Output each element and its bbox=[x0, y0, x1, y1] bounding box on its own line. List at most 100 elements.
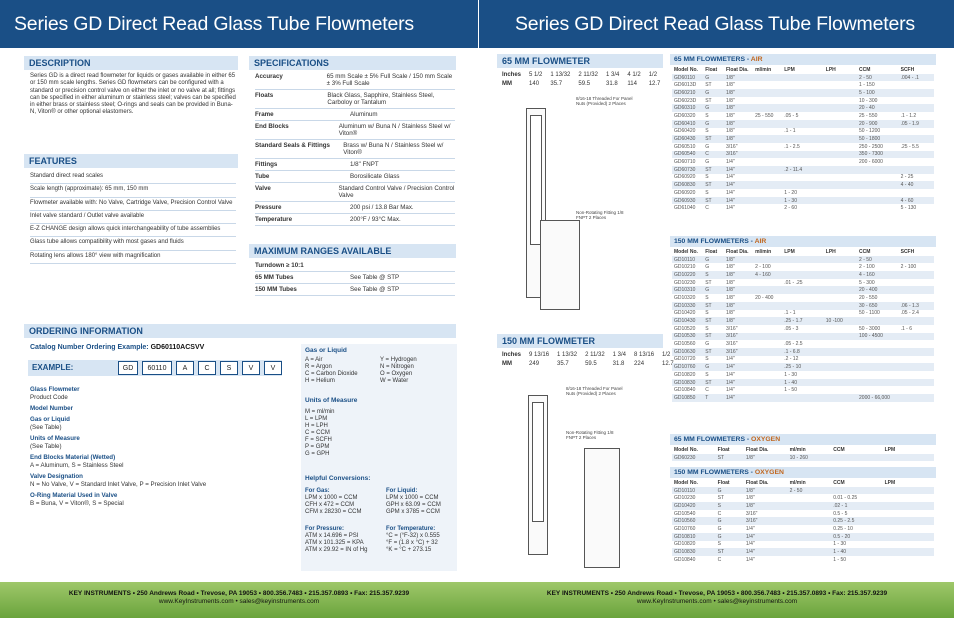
dimension-cell: Inches bbox=[502, 71, 522, 78]
table-cell: 20 - 400 bbox=[755, 294, 774, 301]
dimension-cell: 35.7 bbox=[557, 360, 569, 367]
table-cell bbox=[882, 453, 934, 462]
table-cell: 25 - 550 bbox=[755, 112, 774, 119]
table-cell: 1/8" bbox=[745, 495, 755, 502]
table-cell bbox=[824, 371, 857, 379]
table-cell: 1 - 150 bbox=[859, 82, 875, 89]
table-cell: 1/4" bbox=[725, 205, 735, 212]
table-cell bbox=[857, 174, 899, 182]
ordering-heading: ORDERING INFORMATION bbox=[24, 324, 456, 338]
table-cell bbox=[823, 363, 858, 371]
spec-value: Borosilicate Glass bbox=[350, 173, 400, 180]
column-header: Float bbox=[705, 66, 718, 73]
gas-code: N = Nitrogen bbox=[380, 364, 414, 370]
table-cell bbox=[823, 135, 858, 143]
features-heading: FEATURES bbox=[24, 154, 238, 168]
table-cell: 1 - 30 bbox=[784, 371, 797, 378]
column-header: CCM bbox=[859, 66, 871, 73]
dimension-cell: 114 bbox=[627, 80, 637, 87]
table-cell bbox=[899, 81, 934, 89]
column-header: Model No. bbox=[674, 66, 698, 73]
table-cell: 1/8" bbox=[725, 82, 735, 89]
table-cell bbox=[788, 541, 832, 549]
conversion-line: CFH x 472 = CCM bbox=[305, 502, 355, 508]
table-cell: 50 - 1100 bbox=[859, 310, 880, 317]
table-cell: .05 - 3 bbox=[784, 325, 799, 332]
table-cell: 1/8" bbox=[723, 73, 754, 82]
table-cell bbox=[782, 119, 824, 128]
table-cell bbox=[753, 340, 782, 348]
table-cell: ST bbox=[703, 301, 724, 310]
table-cell: S bbox=[705, 189, 709, 196]
code-box: A bbox=[176, 361, 194, 375]
specifications-heading: SPECIFICATIONS bbox=[249, 56, 456, 70]
table-cell: 1/8" bbox=[743, 453, 788, 462]
table-cell: 250 - 2500 bbox=[859, 143, 883, 150]
table-cell: GD10630 bbox=[672, 347, 704, 356]
spec-value: Aluminum w/ Buna N / Stainless Steel w/ … bbox=[338, 123, 451, 137]
dimension-cell: 140 bbox=[529, 80, 540, 87]
spec-value: Aluminum bbox=[350, 111, 378, 118]
table-cell bbox=[857, 189, 899, 197]
table-cell bbox=[857, 340, 899, 348]
table-cell bbox=[899, 97, 934, 105]
table-cell bbox=[898, 104, 934, 113]
table-cell: GD10820 bbox=[674, 541, 696, 548]
table-cell: 1/4" bbox=[743, 532, 788, 541]
unit-code: M = ml/min bbox=[305, 409, 335, 415]
table-cell: ST bbox=[703, 378, 724, 387]
table-cell: GD10230 bbox=[674, 279, 696, 286]
table-cell: G bbox=[703, 119, 724, 128]
dimension-cell: 224 bbox=[634, 360, 645, 367]
table-cell bbox=[824, 386, 857, 394]
code-box: C bbox=[198, 361, 216, 375]
table-cell: GD60540 bbox=[672, 150, 704, 159]
dimension-cell: 1 3/4 bbox=[605, 71, 620, 78]
gas-code: O = Oxygen bbox=[380, 371, 413, 377]
conversion-line: °F = (1.8 x °C) + 32 bbox=[386, 540, 438, 546]
column-header: LPH bbox=[825, 248, 836, 255]
table-cell bbox=[788, 525, 832, 533]
table-cell: 1/8" bbox=[723, 286, 754, 295]
table-cell bbox=[883, 541, 934, 549]
table-cell: 4 - 60 bbox=[898, 196, 934, 205]
table-cell: 1/4" bbox=[725, 189, 735, 196]
feature-item: Rotating lens allows 180° view with magn… bbox=[30, 251, 236, 265]
table-cell bbox=[782, 81, 824, 89]
ranges-heading: MAXIMUM RANGES AVAILABLE bbox=[249, 244, 456, 258]
table-cell: GD60730 bbox=[672, 165, 704, 174]
table-cell bbox=[882, 502, 934, 510]
table-cell: 1/4" bbox=[725, 159, 735, 166]
column-header: Float bbox=[717, 446, 730, 453]
table-title: 150 MM FLOWMETERS - bbox=[674, 238, 755, 245]
table-cell: 1/8" bbox=[725, 279, 735, 286]
table-cell bbox=[824, 128, 857, 136]
table-cell bbox=[782, 89, 824, 97]
table-cell: GD10850 bbox=[672, 394, 704, 402]
spec-value: 200 psi / 13.8 Bar Max. bbox=[350, 204, 414, 211]
table-cell bbox=[882, 517, 934, 526]
table-cell bbox=[753, 363, 783, 371]
table-cell: 1/4" bbox=[723, 394, 754, 402]
spec-label: Pressure bbox=[255, 204, 282, 211]
table-cell bbox=[753, 378, 783, 387]
ordering-legend-item: Units of Measure bbox=[30, 435, 80, 442]
table-cell bbox=[753, 181, 783, 189]
table-cell: 1/8" bbox=[723, 119, 754, 128]
ordering-legend-item: O-Ring Material Used in Valve bbox=[30, 492, 118, 499]
table-cell: 1 - 20 bbox=[784, 189, 797, 196]
conversion-line: °K = °C + 273.15 bbox=[386, 547, 432, 553]
table-title: 65 MM FLOWMETERS - bbox=[674, 436, 752, 443]
